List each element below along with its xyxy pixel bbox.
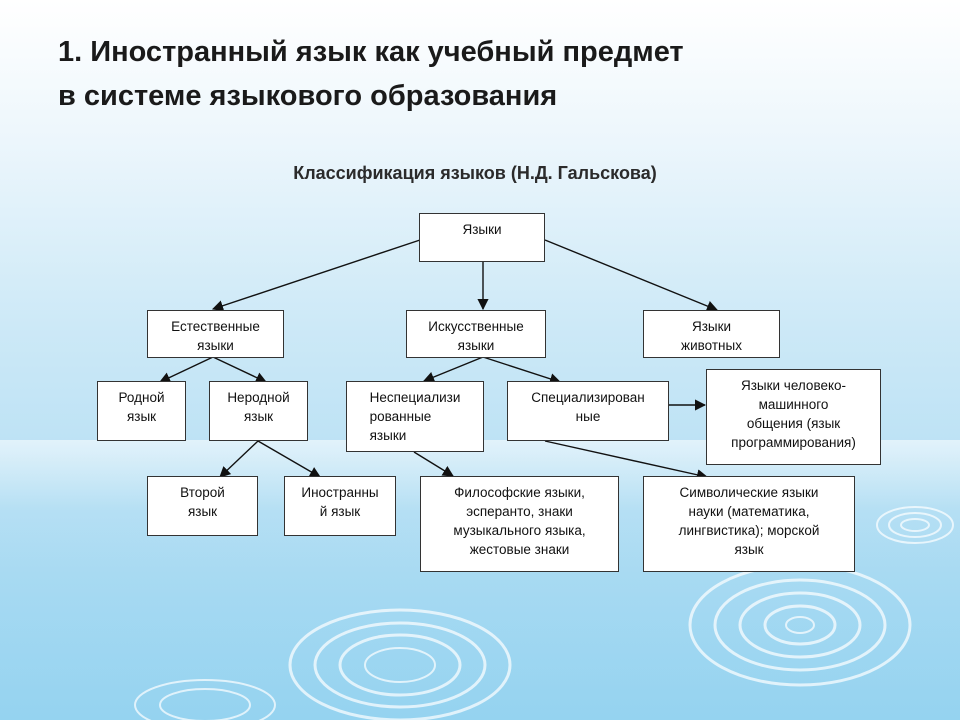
edge-nonnative-second xyxy=(219,440,259,478)
edge-nonspecialized-philosophical xyxy=(413,451,454,477)
node-symbolic-languages: Символические языки науки (математика, л… xyxy=(643,476,855,572)
node-philosophical-languages: Философские языки, эсперанто, знаки музы… xyxy=(420,476,619,572)
edge-natural-native xyxy=(158,356,214,383)
edge-root-natural xyxy=(211,239,421,312)
node-natural-languages: Естественные языки xyxy=(147,310,284,358)
edge-root-animal xyxy=(544,239,719,312)
node-languages: Языки xyxy=(419,213,545,262)
node-second-language: Второй язык xyxy=(147,476,258,536)
node-foreign-language: Иностранны й язык xyxy=(284,476,396,536)
edge-natural-nonnative xyxy=(212,356,268,383)
node-native-language: Родной язык xyxy=(97,381,186,441)
node-animal-languages: Языки животных xyxy=(643,310,780,358)
slide-title: 1. Иностранный язык как учебный предмет … xyxy=(58,36,684,112)
diagram-subtitle: Классификация языков (Н.Д. Гальскова) xyxy=(293,163,657,183)
edge-artificial-nonspecialized xyxy=(422,356,484,383)
edge-nonnative-foreign xyxy=(257,440,321,478)
node-artificial-languages: Искусственные языки xyxy=(406,310,546,358)
node-human-machine-languages: Языки человеко- машинного общения (язык … xyxy=(706,369,881,465)
node-nonspecialized-languages: Неспециализи рованные языки xyxy=(346,381,484,452)
node-nonnative-language: Неродной язык xyxy=(209,381,308,441)
edge-artificial-specialized xyxy=(482,356,562,385)
node-specialized-languages: Специализирован ные xyxy=(507,381,669,441)
edge-specialized-symbolic xyxy=(544,440,709,481)
